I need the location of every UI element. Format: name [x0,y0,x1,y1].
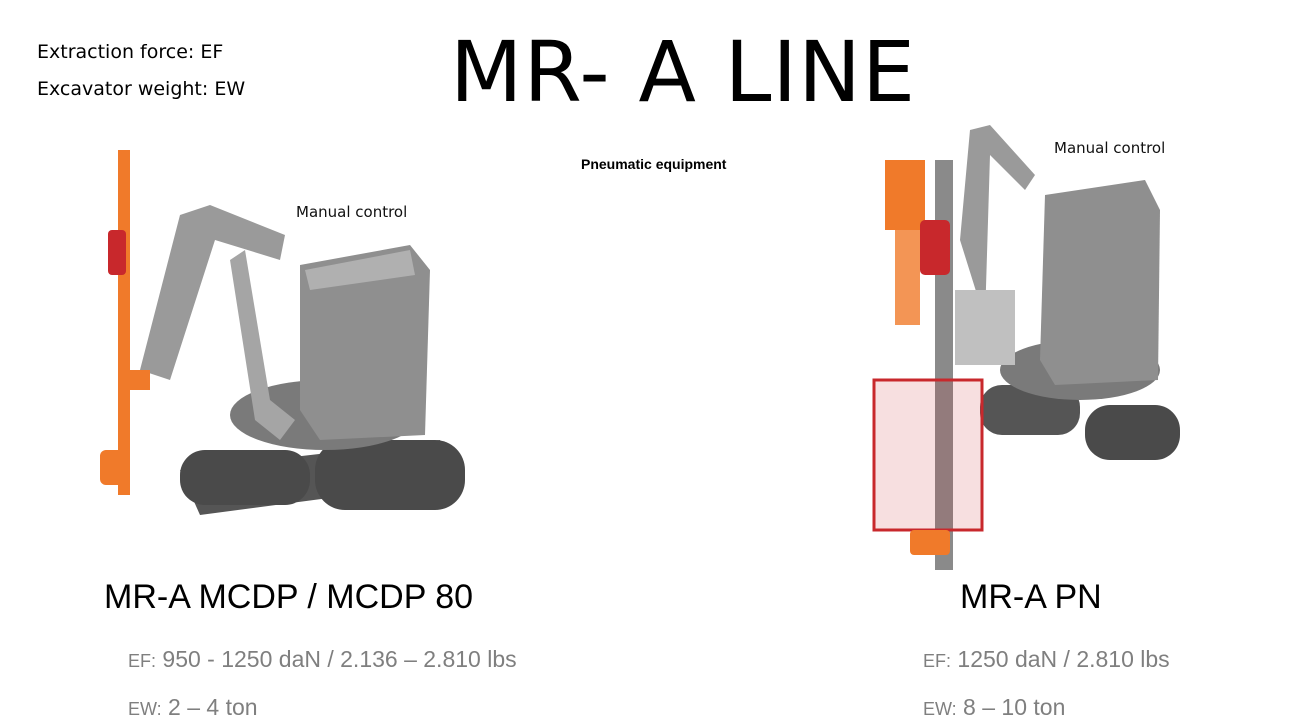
subtitle: Pneumatic equipment [581,156,727,172]
left-model-name: MR-A MCDP / MCDP 80 [104,578,474,616]
right-ef-spec: EF: 1250 daN / 2.810 lbs [923,646,1170,673]
legend-ef: Extraction force: EF [37,41,224,63]
left-ew-spec: EW: 2 – 4 ton [128,694,258,721]
ef-value: 1250 daN / 2.810 lbs [951,646,1170,672]
ef-value: 950 - 1250 daN / 2.136 – 2.810 lbs [156,646,517,672]
legend-ew: Excavator weight: EW [37,78,246,100]
ew-prefix: EW: [128,699,162,719]
ew-value: 8 – 10 ton [956,694,1066,720]
ef-prefix: EF: [128,651,157,671]
left-ef-spec: EF: 950 - 1250 daN / 2.136 – 2.810 lbs [128,646,517,673]
excavator-pn-image [872,125,1180,570]
right-ew-spec: EW: 8 – 10 ton [923,694,1065,721]
page-title: MR- A LINE [450,23,917,121]
ew-prefix: EW: [923,699,957,719]
ef-prefix: EF: [923,651,952,671]
ew-value: 2 – 4 ton [161,694,258,720]
left-control-label: Manual control [296,203,408,221]
excavator-mcdp-image [100,150,465,515]
right-control-label: Manual control [1054,139,1166,157]
right-model-name: MR-A PN [960,578,1102,616]
